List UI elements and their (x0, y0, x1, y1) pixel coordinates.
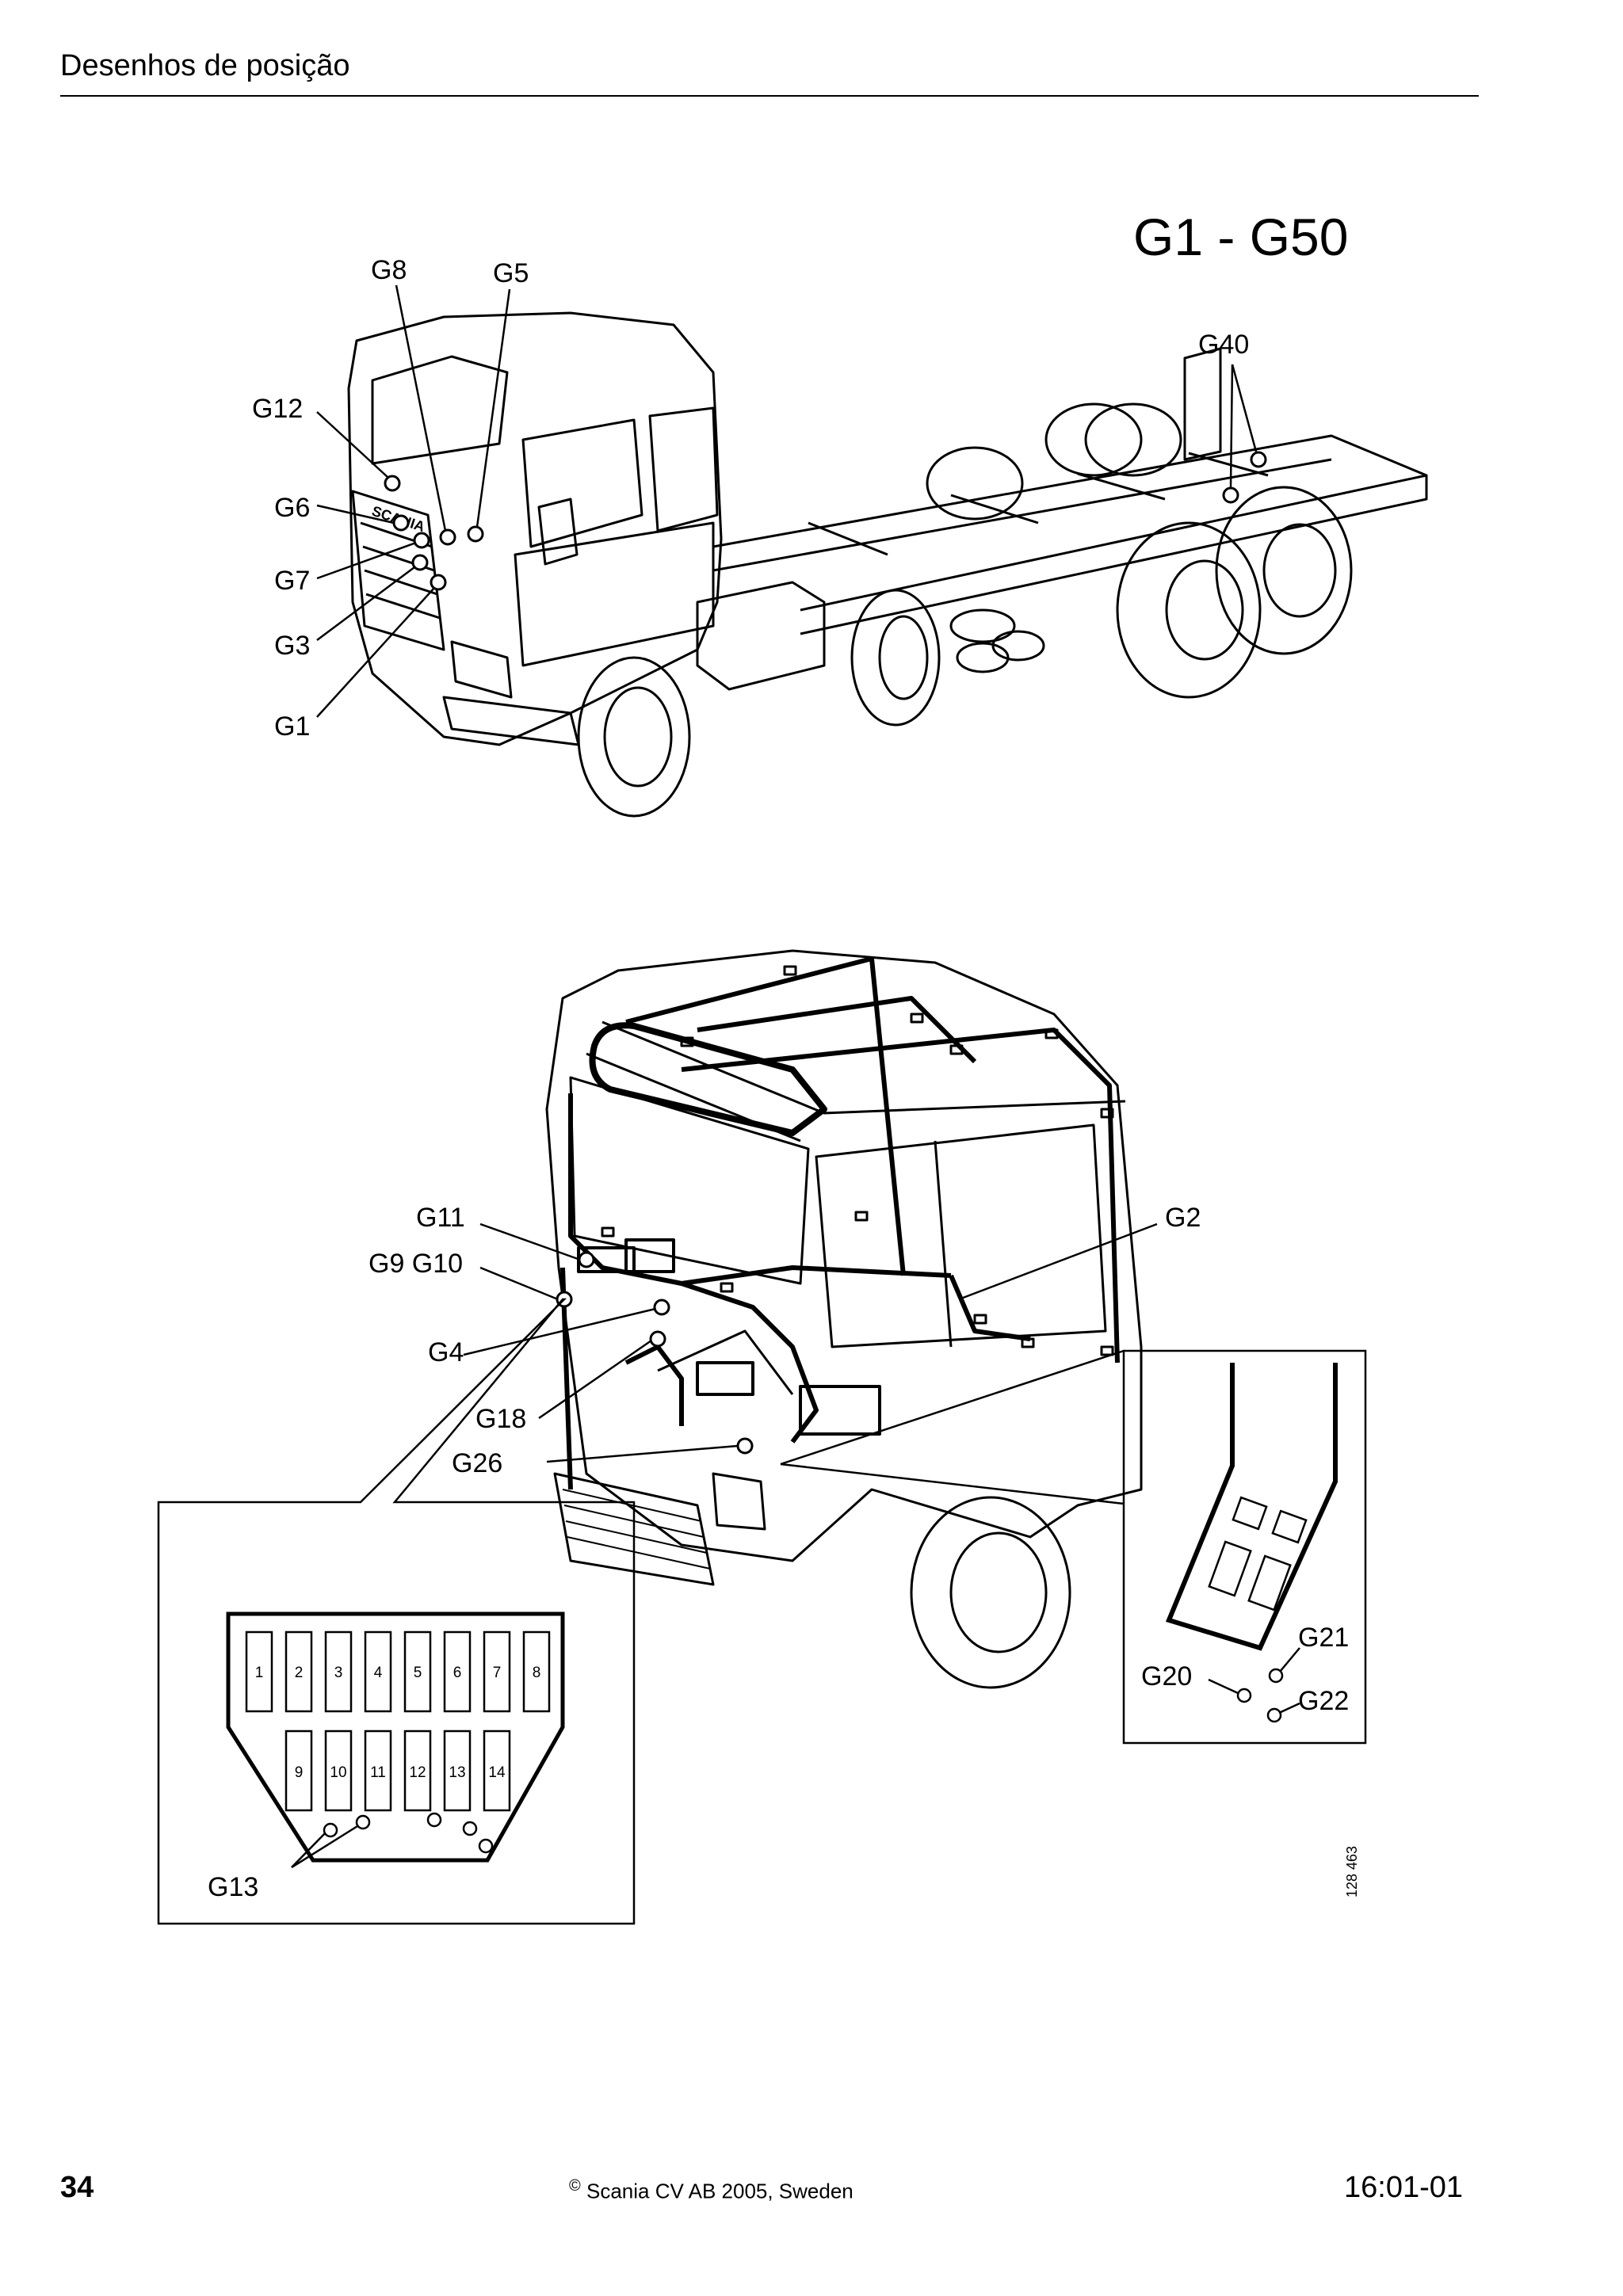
fuse-number: 3 (334, 1665, 343, 1681)
cab-leaders (463, 1222, 1158, 1463)
fuse-number: 14 (488, 1764, 506, 1781)
label-g18: G18 (475, 1404, 526, 1434)
marker-g5 (467, 525, 484, 543)
label-g1: G1 (274, 711, 310, 742)
label-g8: G8 (371, 255, 407, 285)
label-g5: G5 (493, 258, 529, 288)
fuse-number: 2 (295, 1665, 304, 1681)
copyright-symbol: © (569, 2177, 581, 2195)
label-g9-g10: G9 G10 (369, 1249, 463, 1279)
label-g22: G22 (1298, 1686, 1349, 1716)
fuse-slots-top (245, 1630, 551, 1713)
marker-g12 (384, 475, 401, 492)
label-g3: G3 (274, 631, 310, 661)
fuse-box-markers (323, 1812, 494, 1854)
fuse-number: 1 (255, 1665, 264, 1681)
fuse-numbers-top: 1 2 3 4 5 6 7 8 (255, 1665, 541, 1681)
cab-markers (556, 1251, 754, 1455)
label-g26: G26 (452, 1448, 502, 1478)
marker-g6 (392, 514, 410, 532)
label-g6: G6 (274, 493, 310, 523)
label-g21: G21 (1298, 1623, 1349, 1653)
figure-title: G1 - G50 (1133, 208, 1348, 266)
fuse-number: 7 (493, 1665, 502, 1681)
page-number: 34 (60, 2171, 94, 2204)
truck-drawing (347, 311, 1428, 818)
label-g4: G4 (428, 1337, 464, 1367)
fuse-slots-bottom (285, 1730, 511, 1812)
cab-wiring-drawing (545, 949, 1143, 1689)
document-id: 16:01-01 (1344, 2171, 1464, 2204)
fuse-number: 8 (533, 1665, 541, 1681)
figure-number: 128 463 (1344, 1846, 1360, 1897)
marker-g7 (413, 532, 430, 549)
copyright-notice: © Scania CV AB 2005, Sweden (569, 2177, 854, 2204)
marker-g8 (439, 528, 456, 546)
fuse-box-inset (157, 1298, 636, 1925)
label-g40: G40 (1198, 330, 1249, 360)
marker-g18 (649, 1330, 666, 1348)
marker-g3 (411, 554, 429, 571)
marker-g22 (1266, 1707, 1282, 1723)
fuse-number: 4 (374, 1665, 383, 1681)
connector-inset (780, 1349, 1367, 1745)
fuse-number: 11 (370, 1764, 386, 1781)
label-g20: G20 (1141, 1661, 1192, 1691)
marker-g40-a (1250, 451, 1267, 468)
label-g7: G7 (274, 566, 310, 596)
truck-leaders (316, 284, 1258, 718)
fuse-number: 9 (295, 1764, 304, 1781)
marker-g21 (1268, 1668, 1284, 1684)
label-g2: G2 (1165, 1203, 1201, 1233)
fuse-number: 12 (409, 1764, 426, 1781)
fuse-number: 10 (330, 1764, 346, 1781)
header-divider (60, 95, 1479, 97)
connector-markers (1236, 1668, 1284, 1723)
marker-g20 (1236, 1688, 1252, 1703)
copyright-text: Scania CV AB 2005, Sweden (586, 2179, 854, 2203)
fuse-number: 6 (453, 1665, 462, 1681)
page-header-title: Desenhos de posição (60, 49, 350, 82)
label-g13: G13 (208, 1872, 258, 1902)
marker-g40-b (1222, 486, 1239, 504)
fuse-number: 5 (414, 1665, 422, 1681)
label-g11: G11 (416, 1203, 465, 1233)
marker-g1 (430, 574, 447, 591)
label-g12: G12 (252, 394, 303, 424)
fuse-numbers-bottom: 9 10 11 12 13 14 (295, 1764, 506, 1781)
marker-g26 (736, 1437, 754, 1455)
marker-g11 (578, 1251, 595, 1268)
fuse-number: 13 (449, 1764, 465, 1781)
marker-g4 (653, 1299, 670, 1316)
